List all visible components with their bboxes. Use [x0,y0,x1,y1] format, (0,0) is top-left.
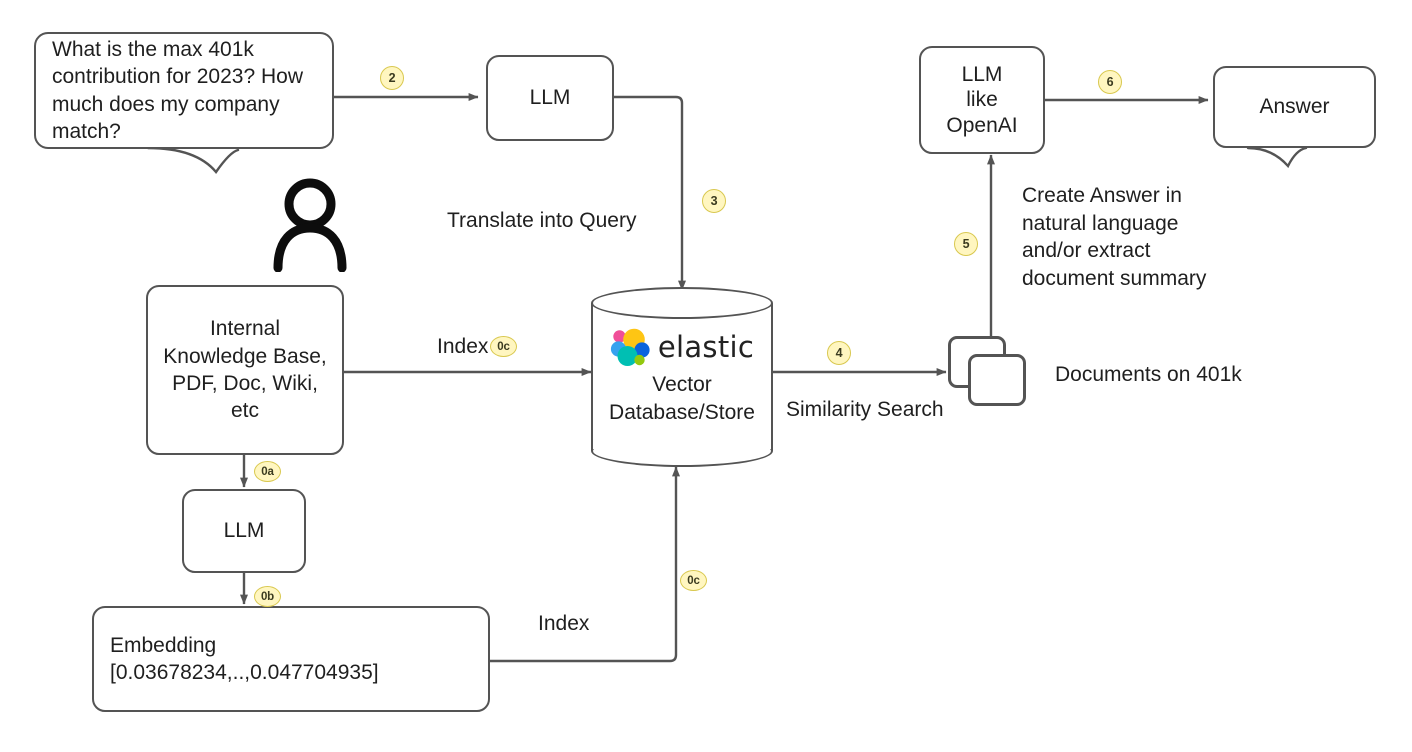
llm-embed-label: LLM [223,519,265,543]
llm-translate-label: LLM [529,86,571,110]
step-marker-5: 5 [954,232,978,256]
cylinder-body [591,303,773,451]
step-marker-6: 6 [1098,70,1122,94]
step-marker-4: 4 [827,341,851,365]
label-translate-into-query: Translate into Query [447,209,637,232]
step-marker-0a: 0a [254,461,281,482]
question-bubble-text: What is the max 401k contribution for 20… [52,37,303,143]
step-marker-3: 3 [702,189,726,213]
label-documents-on-401k: Documents on 401k [1055,363,1242,386]
llm-embed-box: LLM [182,489,306,573]
step-marker-2: 2 [380,66,404,90]
vector-db-line1: Vector [652,373,712,397]
knowledge-base-box: Internal Knowledge Base, PDF, Doc, Wiki,… [146,285,344,455]
question-bubble-tail [146,146,240,174]
label-similarity-search: Similarity Search [786,398,944,421]
llm-openai-line3: OpenAI [946,113,1018,137]
elastic-brand-text: elastic [657,330,755,365]
kb-line2: Knowledge Base, [163,344,327,368]
answer-bubble: Answer [1213,66,1376,148]
llm-openai-line1: LLM [961,62,1003,86]
kb-line1: Internal [209,317,281,341]
question-bubble: What is the max 401k contribution for 20… [34,32,334,149]
step-marker-0c-top: 0c [490,336,517,357]
step-marker-0b: 0b [254,586,281,607]
answer-bubble-tail [1246,146,1308,169]
elastic-logo-row: elastic [610,328,754,368]
llm-openai-box: LLM like OpenAI [919,46,1045,154]
label-index-bottom: Index [538,612,590,635]
llm-openai-line2: like [966,88,998,112]
cylinder-top-ellipse [591,287,773,319]
user-icon [262,176,358,273]
documents-stack-icon [948,336,1036,406]
embedding-box: Embedding [0.03678234,..,0.047704935] [92,606,490,712]
label-index-top: Index [437,335,489,358]
document-sheet-front [968,354,1026,406]
step-marker-0c-bottom: 0c [680,570,707,591]
kb-line3: PDF, Doc, Wiki, [172,372,318,395]
vector-database-cylinder: elastic Vector Database/Store [591,287,773,467]
llm-translate-box: LLM [486,55,614,141]
embedding-line1: Embedding [110,633,217,657]
edge-llm-to-vectordb [614,95,686,291]
answer-bubble-text: Answer [1259,95,1330,119]
vector-db-line2: Database/Store [609,400,755,424]
kb-line4: etc [230,399,259,423]
embedding-line2: [0.03678234,..,0.047704935] [110,661,379,684]
label-create-answer: Create Answer in natural language and/or… [1022,184,1207,291]
elastic-logo-icon [610,328,652,368]
